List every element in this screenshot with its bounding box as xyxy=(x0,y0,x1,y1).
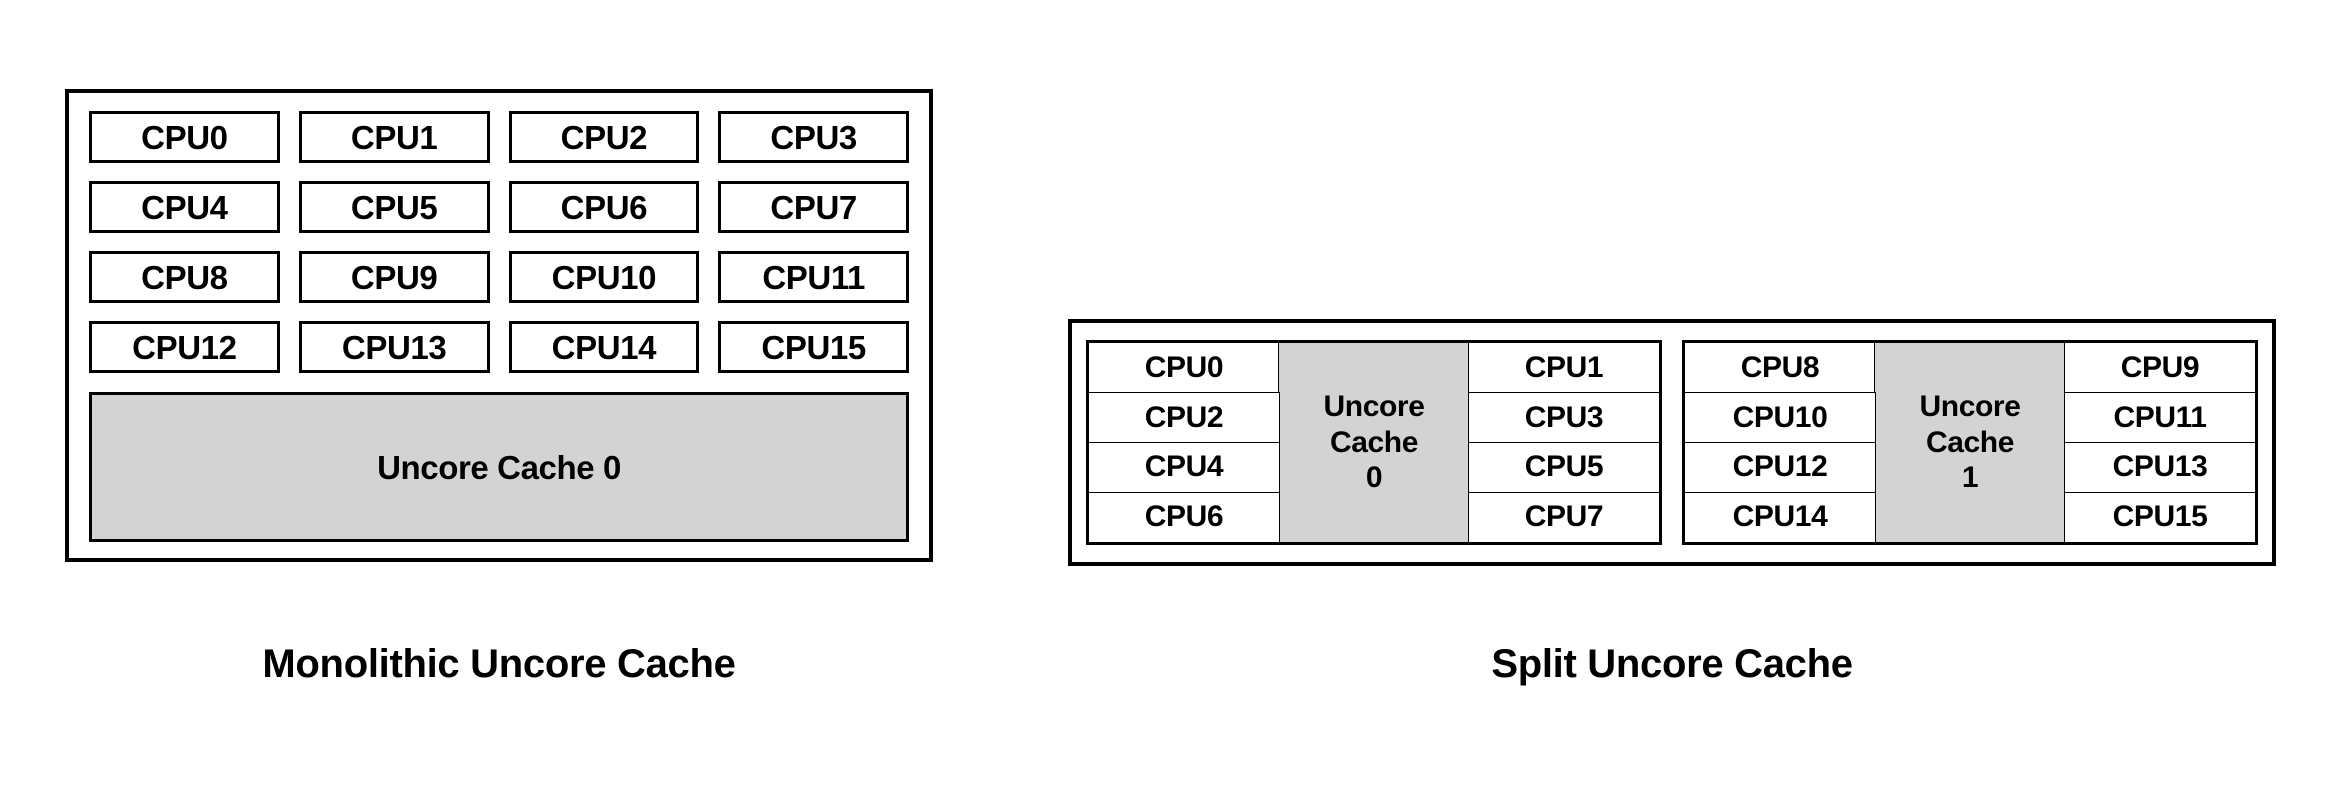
cpu-box: CPU6 xyxy=(1088,491,1280,543)
cpu-box: CPU12 xyxy=(1684,441,1876,493)
cpu-box: CPU2 xyxy=(1088,392,1280,444)
cpu-box: CPU15 xyxy=(2064,491,2256,543)
cpu-box: CPU10 xyxy=(1684,392,1876,444)
uncore-cache-index: 0 xyxy=(1365,461,1383,495)
uncore-cache-index: 1 xyxy=(1961,461,1979,495)
uncore-cache-box: Uncore Cache 0 xyxy=(89,392,909,542)
cpu-box: CPU11 xyxy=(718,251,909,303)
cpu-box: CPU13 xyxy=(298,321,490,373)
cpu-box: CPU8 xyxy=(89,251,280,303)
split-caption: Split Uncore Cache xyxy=(1491,642,1853,686)
cpu-box: CPU7 xyxy=(1468,491,1660,543)
cpu-box: CPU9 xyxy=(298,251,490,303)
cpu-box: CPU4 xyxy=(1088,441,1280,493)
cpu-box: CPU14 xyxy=(508,321,700,373)
cpu-box: CPU1 xyxy=(1468,342,1660,394)
cpu-box: CPU8 xyxy=(1684,342,1876,394)
cpu-box: CPU0 xyxy=(89,111,280,163)
cpu-box: CPU0 xyxy=(1088,342,1280,394)
uncore-cache-label-line: Uncore xyxy=(1323,390,1425,424)
cpu-box: CPU3 xyxy=(718,111,909,163)
cpu-box: CPU15 xyxy=(718,321,909,373)
uncore-cache-box: Uncore Cache 1 xyxy=(1874,342,2066,543)
cpu-box: CPU14 xyxy=(1684,491,1876,543)
cpu-box: CPU1 xyxy=(298,111,490,163)
cpu-box: CPU6 xyxy=(508,181,700,233)
cpu-box: CPU4 xyxy=(89,181,280,233)
monolithic-cpu-grid: CPU0 CPU1 CPU2 CPU3 CPU4 CPU5 CPU6 CPU7 … xyxy=(89,111,909,373)
cpu-box: CPU2 xyxy=(508,111,700,163)
cpu-cluster: CPU0 Uncore Cache 0 CPU1 CPU2 CPU3 CPU4 … xyxy=(1086,340,1662,545)
cpu-cluster: CPU8 Uncore Cache 1 CPU9 CPU10 CPU11 CPU… xyxy=(1682,340,2258,545)
cpu-box: CPU5 xyxy=(298,181,490,233)
cpu-box: CPU5 xyxy=(1468,441,1660,493)
cpu-box: CPU9 xyxy=(2064,342,2256,394)
uncore-cache-label-line: Uncore xyxy=(1919,390,2021,424)
monolithic-uncore-panel: CPU0 CPU1 CPU2 CPU3 CPU4 CPU5 CPU6 CPU7 … xyxy=(65,89,933,562)
cpu-box: CPU3 xyxy=(1468,392,1660,444)
cpu-box: CPU7 xyxy=(718,181,909,233)
cpu-box: CPU11 xyxy=(2064,392,2256,444)
uncore-cache-label-line: Cache xyxy=(1329,425,1419,459)
cpu-box: CPU13 xyxy=(2064,441,2256,493)
uncore-cache-label-line: Cache xyxy=(1925,425,2015,459)
monolithic-caption: Monolithic Uncore Cache xyxy=(262,642,736,686)
cpu-box: CPU10 xyxy=(508,251,700,303)
uncore-cache-box: Uncore Cache 0 xyxy=(1278,342,1470,543)
split-uncore-panel: CPU0 Uncore Cache 0 CPU1 CPU2 CPU3 CPU4 … xyxy=(1068,319,2276,566)
cpu-box: CPU12 xyxy=(89,321,280,373)
